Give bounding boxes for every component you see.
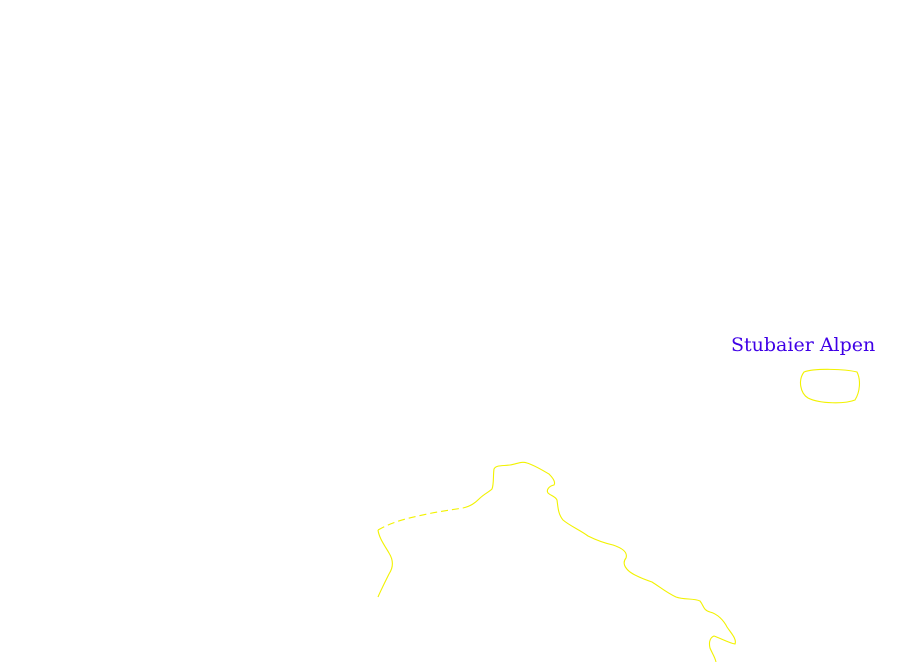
boundary-line-main [462,461,736,662]
region-label-stubaier-alpen: Stubaier Alpen [731,334,876,356]
boundary-line-dashed [377,507,464,531]
boundary-line-left [377,529,393,598]
lake-outline [799,368,860,404]
